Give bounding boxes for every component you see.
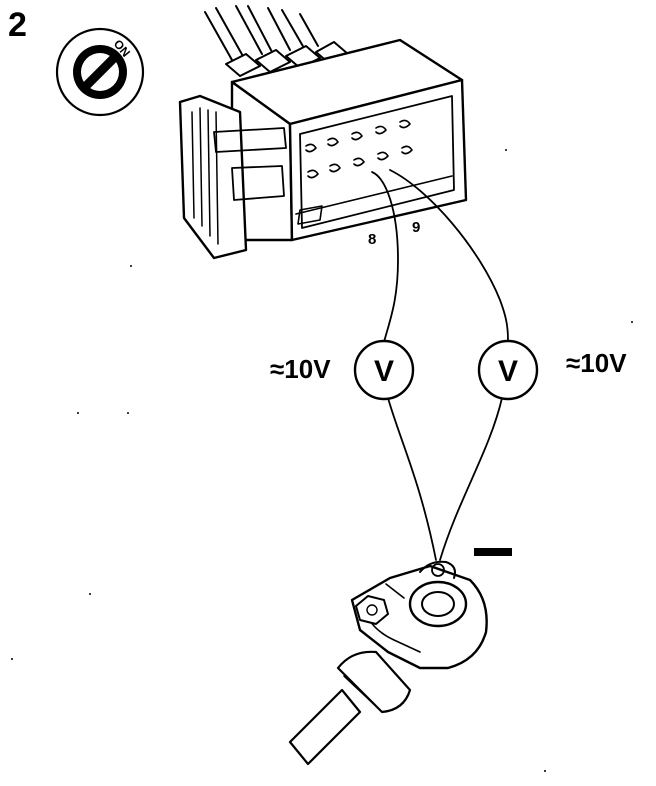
ignition-key-icon: ON [55, 27, 145, 117]
scan-speckles [11, 149, 633, 772]
voltmeter-right: V [477, 339, 539, 401]
test-leads [371, 169, 509, 561]
ground-minus-symbol [474, 548, 512, 556]
voltage-reading-right: ≈10V [566, 348, 627, 378]
voltmeter-left: V [353, 339, 415, 401]
step-number: 2 [8, 6, 27, 44]
voltmeter-left-symbol: V [374, 355, 394, 388]
voltage-reading-left: ≈10V [270, 354, 331, 384]
sensor-component [288, 560, 488, 766]
pin-label-9: 9 [412, 219, 420, 236]
voltmeter-right-symbol: V [498, 355, 518, 388]
wiring-connector [178, 38, 468, 260]
pin-label-8: 8 [368, 231, 376, 248]
